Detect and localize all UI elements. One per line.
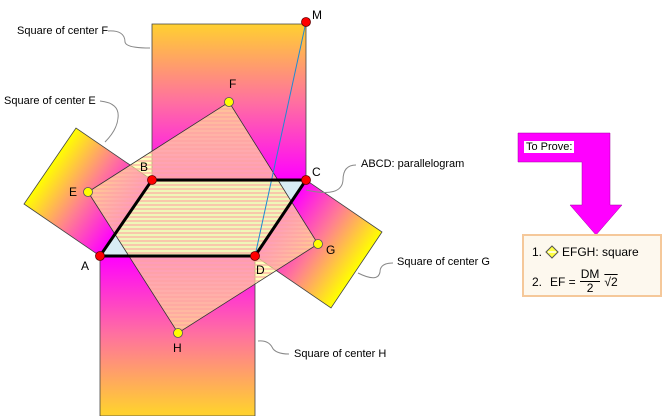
- label-square-h: Square of center H: [294, 348, 387, 360]
- statement-text: EFGH: square: [562, 245, 639, 259]
- label-point-e: E: [69, 185, 78, 199]
- callout-arrow-f: [107, 30, 151, 49]
- denominator: 2: [586, 281, 594, 295]
- label-point-f: F: [229, 77, 237, 91]
- point-d[interactable]: [250, 251, 260, 261]
- callout-arrow-h: [257, 340, 290, 355]
- label-point-b: B: [140, 160, 149, 174]
- point-f[interactable]: [224, 97, 234, 107]
- label-square-e: Square of center E: [4, 95, 96, 107]
- label-square-f: Square of center F: [17, 25, 109, 37]
- point-a[interactable]: [95, 251, 105, 261]
- item-number: 2.: [532, 274, 543, 289]
- label-point-d: D: [256, 263, 265, 277]
- label-point-c: C: [312, 165, 321, 179]
- numerator: DM: [579, 267, 601, 282]
- to-prove-arrow: [517, 132, 623, 236]
- statement-1: 1. EFGH: square: [532, 245, 639, 259]
- point-b[interactable]: [147, 175, 157, 185]
- sqrt-two: √2: [604, 274, 618, 289]
- label-point-a: A: [81, 259, 90, 273]
- point-e[interactable]: [83, 187, 93, 197]
- square-icon: [545, 245, 559, 259]
- segment-dm: [254, 21, 307, 257]
- point-c[interactable]: [301, 175, 311, 185]
- point-g[interactable]: [313, 239, 323, 249]
- label-point-h: H: [173, 341, 182, 355]
- callout-arrow-g: [357, 262, 394, 279]
- to-prove-title: To Prove:: [524, 141, 575, 153]
- point-m[interactable]: [301, 17, 311, 27]
- label-abcd: ABCD: parallelogram: [361, 158, 465, 170]
- callout-arrow-abcd: [305, 164, 357, 193]
- equation-lhs: EF =: [550, 274, 576, 289]
- label-point-m: M: [312, 8, 322, 22]
- label-point-g: G: [326, 243, 336, 257]
- item-number: 1.: [532, 245, 543, 259]
- point-h[interactable]: [173, 328, 183, 338]
- label-square-g: Square of center G: [397, 256, 490, 268]
- callout-arrow-e: [99, 100, 119, 143]
